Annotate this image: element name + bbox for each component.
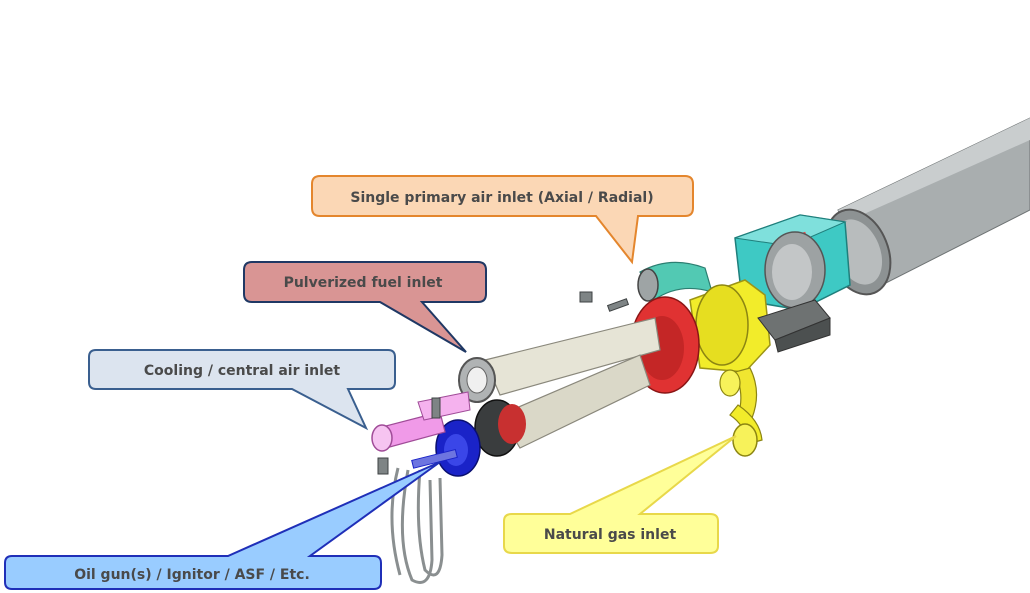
callout-pulverized-fuel-label: Pulverized fuel inlet [284,275,443,291]
cooling-pipe [371,391,471,452]
oil-flange [411,419,481,477]
gas-manifold [689,279,771,457]
fittings [377,291,630,475]
callout-oil-gun: Oil gun(s) / Ignitor / ASF / Etc. [4,461,441,590]
callout-primary-air: Single primary air inlet (Axial / Radial… [311,175,694,265]
callout-primary-air-label: Single primary air inlet (Axial / Radial… [350,190,653,206]
callout-pulverized-fuel: Pulverized fuel inlet [243,261,487,353]
callout-cooling-air: Cooling / central air inlet [88,349,396,431]
dark-adapter [474,399,526,457]
actuator-box [757,299,831,353]
callout-cooling-air-label: Cooling / central air inlet [144,363,341,379]
callout-natural-gas-label: Natural gas inlet [544,527,677,543]
callout-natural-gas: Natural gas inlet [503,435,737,554]
burner-illustration [371,117,1030,584]
callout-oil-gun-label: Oil gun(s) / Ignitor / ASF / Etc. [74,567,310,583]
air-box [734,214,851,311]
fuel-pipes [458,317,661,449]
primary-air-elbow [637,261,713,302]
hoses [390,467,444,584]
